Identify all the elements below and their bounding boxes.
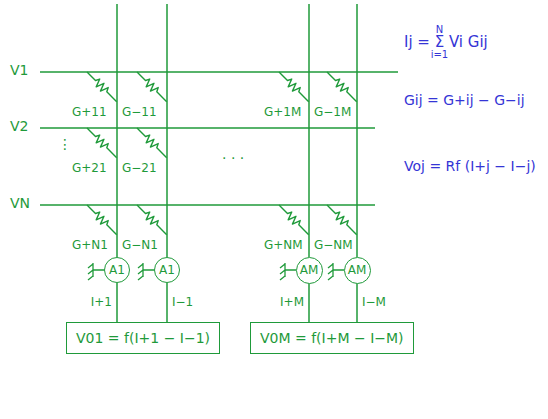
output-box: V01 = f(I+1 − I−1) — [66, 322, 220, 354]
ground-symbol — [88, 263, 104, 280]
column-wire — [308, 4, 310, 257]
current-wire — [166, 283, 168, 322]
ammeter-circle: AM — [344, 257, 371, 284]
current-wire — [356, 284, 358, 323]
conductance-name: G−N1 — [122, 239, 158, 253]
continuation-dots: · · · — [222, 150, 244, 166]
resistor-symbol — [84, 125, 119, 160]
ground-symbol — [280, 263, 296, 280]
conductance-name: G+21 — [72, 162, 107, 176]
conductance-name: G−21 — [122, 162, 157, 176]
resistor-symbol — [84, 69, 119, 104]
current-name: I−M — [362, 296, 386, 310]
conductance-name: G−11 — [122, 106, 157, 120]
equation: Ij = Σ Vi Gij — [404, 34, 488, 51]
resistor-symbol — [324, 202, 359, 237]
output-formula: V01 = f(I+1 − I−1) — [76, 330, 210, 346]
resistor-symbol — [134, 202, 169, 237]
ground-symbol — [328, 263, 344, 280]
row-wire — [40, 71, 398, 73]
resistor-symbol — [134, 125, 169, 160]
conductance-name: G−NM — [314, 239, 353, 253]
continuation-dots: ⋮ — [58, 136, 72, 152]
voltage-name: VN — [10, 195, 30, 211]
voltage-name: V1 — [10, 62, 28, 78]
current-wire — [116, 283, 118, 322]
conductance-name: G+11 — [72, 106, 107, 120]
equation: Voj = Rf (I+j − I−j) — [404, 158, 536, 174]
sum-limit: N — [436, 24, 443, 36]
ammeter-name: AM — [348, 263, 367, 277]
resistor-symbol — [84, 202, 119, 237]
column-wire — [166, 4, 168, 257]
ammeter-name: A1 — [109, 263, 125, 277]
ammeter-name: A1 — [159, 263, 175, 277]
row-wire — [40, 204, 375, 206]
conductance-name: G+NM — [264, 239, 303, 253]
resistor-symbol — [276, 69, 311, 104]
column-wire — [116, 4, 118, 257]
current-name: I+1 — [91, 296, 112, 310]
wire-grid — [40, 4, 398, 257]
resistor-symbol — [324, 69, 359, 104]
column-wire — [356, 4, 358, 257]
resistor-symbol — [276, 202, 311, 237]
ammeter-circle: A1 — [104, 257, 130, 283]
ammeter-circle: AM — [296, 257, 323, 284]
resistor-symbol — [134, 69, 169, 104]
current-name: I+M — [280, 296, 304, 310]
output-formula: V0M = f(I+M − I−M) — [260, 330, 404, 346]
ground-symbol — [138, 263, 154, 280]
output-box: V0M = f(I+M − I−M) — [250, 322, 414, 354]
ammeter-circle: A1 — [154, 257, 180, 283]
current-name: I−1 — [172, 296, 193, 310]
ammeter-name: AM — [300, 263, 319, 277]
equation: Gij = G+ij − G−ij — [404, 92, 525, 108]
resistor-symbols — [84, 69, 359, 237]
sum-limit: i=1 — [431, 49, 449, 61]
current-wire — [308, 284, 310, 323]
row-wire — [40, 127, 375, 129]
conductance-name: G−1M — [314, 106, 351, 120]
conductance-name: G+N1 — [72, 239, 108, 253]
conductance-name: G+1M — [264, 106, 301, 120]
voltage-name: V2 — [10, 118, 28, 134]
